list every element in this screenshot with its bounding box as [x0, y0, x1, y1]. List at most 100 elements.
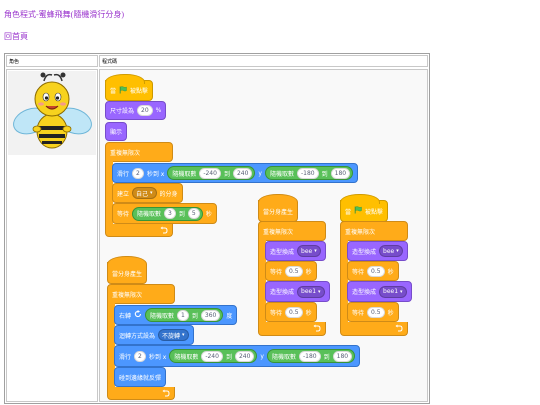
random-from-input: -240 — [201, 350, 223, 362]
table-header-sprite: 角色 — [6, 55, 98, 67]
wait-seconds-input: 0.5 — [285, 306, 303, 318]
random-from-input: 1 — [177, 309, 189, 321]
when-clone-starts-label: 當分身產生 — [112, 270, 143, 278]
caret-down-icon: ▾ — [396, 248, 399, 254]
bounce-on-edge-block: 碰到邊緣就反彈 — [114, 367, 167, 387]
wait-random-block: 等待 隨機取數 3 到 5 秒 — [112, 203, 217, 224]
show-block: 顯示 — [105, 122, 128, 141]
forever-block: 重複無限次 — [258, 221, 326, 241]
caret-down-icon: ▾ — [318, 288, 321, 295]
code-area: 當 被點擊 尺寸設為 20 % 顯示 重複無限次 滑行 2 秒到 x 隨機取數 … — [99, 69, 428, 402]
forever-label: 重複無限次 — [112, 291, 143, 299]
switch-costume-block: 造型換成 bee1 ▾ — [347, 281, 412, 302]
random-from-input: 3 — [164, 208, 176, 219]
costume-dropdown: bee ▾ — [379, 245, 403, 257]
table-header-code: 程式碼 — [99, 55, 428, 67]
create-clone-suffix: 的分身 — [159, 190, 178, 198]
pick-random-label: 隨機取數 — [150, 312, 175, 320]
costume-dropdown: bee1 ▾ — [379, 285, 407, 298]
switch-costume-label: 造型換成 — [270, 248, 295, 256]
pick-random-reporter: 隨機取數 3 到 5 — [132, 206, 203, 221]
show-label: 顯示 — [110, 129, 123, 136]
turn-right-block: 右轉 隨機取數 1 到 360 度 — [114, 305, 238, 325]
bee-sprite-image — [8, 71, 96, 155]
forever-block-arm — [105, 161, 113, 225]
caret-down-icon: ▾ — [400, 288, 403, 295]
loop-arrow-icon — [395, 324, 403, 334]
forever-block-arm — [107, 303, 115, 388]
hat-when-label: 當 — [345, 208, 352, 216]
glide-seconds-input: 2 — [132, 167, 144, 179]
pick-random-label: 隨機取數 — [174, 353, 199, 361]
forever-block: 重複無限次 — [107, 284, 175, 304]
glide-y-label: y — [258, 169, 262, 177]
forever-block-bottom — [258, 322, 326, 336]
pick-random-label: 隨機取數 — [137, 211, 162, 218]
turn-unit-label: 度 — [226, 312, 233, 320]
pick-random-label: 隨機取數 — [271, 353, 296, 361]
random-to-input: 180 — [332, 350, 353, 362]
random-to-input: 5 — [187, 208, 200, 219]
wait-unit-label: 秒 — [305, 309, 312, 317]
page-title: 角色程式-蜜蜂飛舞(隨機滑行分身) — [4, 10, 124, 19]
costume-value: bee1 — [301, 288, 317, 295]
pick-random-x-reporter: 隨機取數 -240 到 240 — [167, 166, 256, 180]
hat-when-label: 當 — [110, 88, 117, 95]
random-to-label: 到 — [225, 353, 232, 361]
costume-value: bee1 — [383, 288, 399, 295]
hat-clicked-label: 被點擊 — [130, 88, 149, 95]
forever-label: 重複無限次 — [345, 228, 376, 236]
wait-block: 等待 0.5 秒 — [265, 302, 317, 322]
when-clone-starts-label: 當分身產生 — [263, 208, 294, 216]
wait-seconds-input: 0.5 — [367, 265, 385, 277]
random-to-label: 到 — [178, 211, 185, 218]
forever-label: 重複無限次 — [110, 149, 141, 157]
wait-label: 等待 — [352, 309, 365, 317]
costume-value: bee — [301, 247, 313, 255]
turn-right-label: 右轉 — [119, 312, 132, 320]
wait-label: 等待 — [270, 309, 283, 317]
green-flag-icon — [119, 85, 127, 96]
create-clone-block: 建立 自己 ▾ 的分身 — [112, 183, 183, 203]
glide-label: 滑行 — [119, 353, 132, 361]
random-to-label: 到 — [191, 312, 198, 320]
home-link[interactable]: 回首頁 — [4, 32, 28, 41]
costume-dropdown: bee ▾ — [297, 245, 321, 257]
clone-target-dropdown: 自己 ▾ — [132, 187, 157, 199]
forever-block-bottom — [107, 387, 175, 400]
caret-down-icon: ▾ — [182, 332, 185, 338]
caret-down-icon: ▾ — [150, 190, 153, 196]
hat-clicked-label: 被點擊 — [365, 208, 384, 216]
forever-block: 重複無限次 — [105, 142, 173, 162]
caret-down-icon: ▾ — [314, 248, 317, 254]
switch-costume-block: 造型換成 bee ▾ — [265, 241, 326, 261]
wait-block: 等待 0.5 秒 — [347, 261, 399, 281]
pick-random-y-reporter: 隨機取數 -180 到 180 — [264, 166, 354, 180]
random-to-label: 到 — [223, 170, 230, 178]
switch-costume-label: 造型換成 — [352, 248, 377, 256]
random-to-label: 到 — [321, 170, 328, 178]
switch-costume-block: 造型換成 bee1 ▾ — [265, 281, 330, 302]
switch-costume-label: 造型換成 — [352, 289, 377, 296]
pick-random-x-reporter: 隨機取數 -240 到 240 — [169, 349, 258, 363]
glide-to-random-block: 滑行 2 秒到 x 隨機取數 -240 到 240 y 隨機取數 -180 到 … — [112, 163, 359, 183]
glide-to-x-label: 秒到 x — [146, 170, 165, 178]
wait-block: 等待 0.5 秒 — [347, 302, 399, 322]
forever-block-arm — [258, 240, 266, 323]
wait-unit-label: 秒 — [387, 309, 394, 317]
rotation-style-label: 迴轉方式設為 — [119, 332, 156, 340]
pick-random-reporter: 隨機取數 1 到 360 — [145, 308, 224, 322]
wait-unit-label: 秒 — [387, 268, 394, 276]
glide-to-x-label: 秒到 x — [148, 353, 167, 361]
when-clone-starts-block: 當分身產生 — [107, 256, 148, 284]
when-flag-clicked-block: 當 被點擊 — [105, 74, 154, 101]
random-from-input: -240 — [199, 167, 221, 179]
rotation-style-value: 不旋轉 — [162, 332, 181, 340]
switch-costume-block: 造型換成 bee ▾ — [347, 241, 408, 261]
wait-label: 等待 — [352, 268, 365, 276]
wait-seconds-input: 0.5 — [285, 265, 303, 277]
glide-y-label: y — [260, 352, 264, 360]
pick-random-label: 隨機取數 — [269, 170, 294, 178]
random-to-input: 240 — [232, 167, 253, 179]
rotation-style-dropdown: 不旋轉 ▾ — [158, 329, 189, 341]
